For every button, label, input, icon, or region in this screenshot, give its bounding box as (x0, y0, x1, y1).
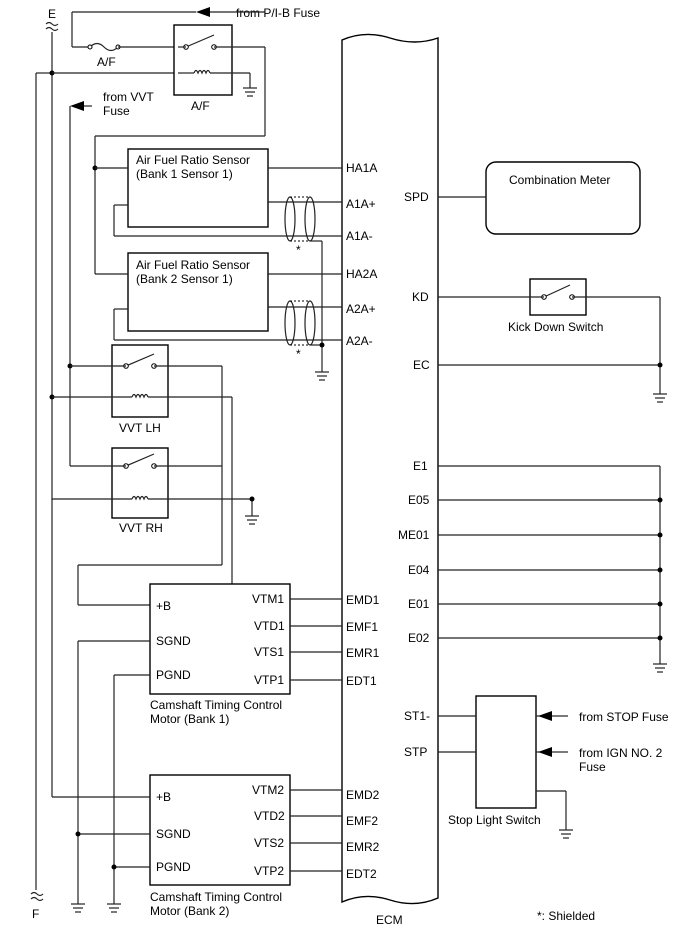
pin-spd: SPD (404, 190, 429, 204)
m2-pin-vtd2: VTD2 (254, 809, 285, 823)
pin-ha1a: HA1A (346, 161, 377, 175)
pin-emd2: EMD2 (346, 788, 380, 802)
af-sensor-b1-line2: (Bank 1 Sensor 1) (136, 167, 233, 181)
af-relay (173, 24, 233, 96)
supply-rail: E F (30, 7, 59, 921)
vvt-lh: VVT LH (52, 344, 233, 680)
cam-motor-bank1: +B SGND PGND VTM1 VTD1 VTS1 VTP1 Camshaf… (78, 583, 342, 726)
combination-meter: Combination Meter (438, 161, 641, 235)
m2-caption-1: Camshaft Timing Control (150, 890, 282, 904)
from-ign-fuse-1: from IGN NO. 2 (579, 746, 663, 760)
pin-a1a-minus: A1A- (346, 229, 373, 243)
vvt-rh-label: VVT RH (119, 521, 163, 535)
from-stop-fuse: from STOP Fuse (579, 710, 669, 724)
supply-top-label: E (48, 7, 56, 21)
m1-pin-vtd1: VTD1 (254, 619, 285, 633)
ground-icon (245, 515, 259, 525)
shield-mark-2: * (296, 347, 301, 361)
m1-pin-pgnd: PGND (156, 668, 191, 682)
arrow-vvt (70, 101, 84, 111)
pin-edt1: EDT1 (346, 674, 377, 688)
stop-light-switch: Stop Light Switch from STOP Fuse from IG… (438, 695, 669, 839)
ecm-ground-bus (438, 465, 667, 673)
pin-a1a-plus: A1A+ (346, 197, 376, 211)
ecm-unit: ECM (341, 33, 439, 927)
arrow-pib (196, 7, 210, 17)
pin-a2a-minus: A2A- (346, 334, 373, 348)
ecm-label: ECM (376, 913, 403, 927)
ground-icon (653, 663, 667, 673)
ground-icon (559, 829, 573, 839)
ground-icon (653, 393, 667, 403)
pin-kd: KD (412, 290, 429, 304)
pin-e05: E05 (408, 493, 430, 507)
kick-down-label: Kick Down Switch (508, 320, 603, 334)
pin-me01: ME01 (398, 528, 430, 542)
pin-e04: E04 (408, 563, 430, 577)
af-fuse-symbol (89, 42, 119, 52)
pin-stp: STP (404, 745, 427, 759)
from-pib-fuse: from P/I-B Fuse (236, 6, 320, 20)
pin-e01: E01 (408, 597, 430, 611)
pin-emr2: EMR2 (346, 840, 380, 854)
pin-edt2: EDT2 (346, 867, 377, 881)
ground-icon (243, 87, 257, 97)
ground-icon (71, 903, 85, 913)
af-relay-label: A/F (191, 99, 210, 113)
pin-ha2a: HA2A (346, 267, 377, 281)
m1-pin-vtm1: VTM1 (252, 592, 284, 606)
pin-emf2: EMF2 (346, 814, 378, 828)
vvt-supply: from VVT Fuse (67, 90, 154, 466)
pin-st1-minus: ST1- (404, 709, 430, 723)
stop-light-label: Stop Light Switch (448, 813, 541, 827)
m1-pin-b: +B (156, 599, 171, 613)
cam-motor-bank2: +B SGND PGND VTM2 VTD2 VTS2 VTP2 Camshaf… (51, 499, 342, 918)
m2-pin-vtp2: VTP2 (254, 864, 284, 878)
pin-a2a-plus: A2A+ (346, 302, 376, 316)
af-supply: from P/I-B Fuse A/F A/F (52, 6, 320, 274)
m2-pin-vtm2: VTM2 (252, 783, 284, 797)
from-vvt-fuse-1: from VVT (103, 90, 154, 104)
af-sensor-bank1: Air Fuel Ratio Sensor (Bank 1 Sensor 1) … (95, 148, 342, 257)
m2-pin-sgnd: SGND (156, 827, 191, 841)
m1-pin-vts1: VTS1 (254, 645, 284, 659)
af-sensor-b2-line1: Air Fuel Ratio Sensor (136, 258, 250, 272)
arrow-ign (538, 747, 552, 757)
arrow-stop (538, 711, 552, 721)
shield-mark-1: * (296, 243, 301, 257)
ground-icon (107, 903, 121, 913)
m2-pin-pgnd: PGND (156, 860, 191, 874)
shielded-footnote: *: Shielded (537, 909, 595, 923)
m1-pin-sgnd: SGND (156, 634, 191, 648)
from-vvt-fuse-2: Fuse (103, 104, 130, 118)
m1-caption-2: Motor (Bank 1) (150, 712, 229, 726)
pin-e02: E02 (408, 631, 430, 645)
kick-down-switch: Kick Down Switch (438, 278, 661, 394)
combination-meter-label: Combination Meter (509, 173, 610, 187)
m1-pin-vtp1: VTP1 (254, 673, 284, 687)
af-sensor-b2-line2: (Bank 2 Sensor 1) (136, 272, 233, 286)
pin-emf1: EMF1 (346, 620, 378, 634)
m2-pin-b: +B (156, 790, 171, 804)
pin-e1: E1 (413, 459, 428, 473)
af-sensor-b1-line1: Air Fuel Ratio Sensor (136, 153, 250, 167)
vvt-lh-label: VVT LH (119, 421, 161, 435)
m2-pin-vts2: VTS2 (254, 836, 284, 850)
af-fuse-label: A/F (97, 55, 116, 69)
from-ign-fuse-2: Fuse (579, 760, 606, 774)
supply-bottom-label: F (32, 907, 39, 921)
pin-emr1: EMR1 (346, 646, 380, 660)
af-sensor-bank2: Air Fuel Ratio Sensor (Bank 2 Sensor 1) … (95, 241, 342, 381)
ground-icon (315, 371, 329, 381)
m2-caption-2: Motor (Bank 2) (150, 904, 229, 918)
vvt-rh: VVT RH (52, 366, 259, 606)
pin-emd1: EMD1 (346, 593, 380, 607)
m1-caption-1: Camshaft Timing Control (150, 698, 282, 712)
pin-ec: EC (413, 358, 430, 372)
